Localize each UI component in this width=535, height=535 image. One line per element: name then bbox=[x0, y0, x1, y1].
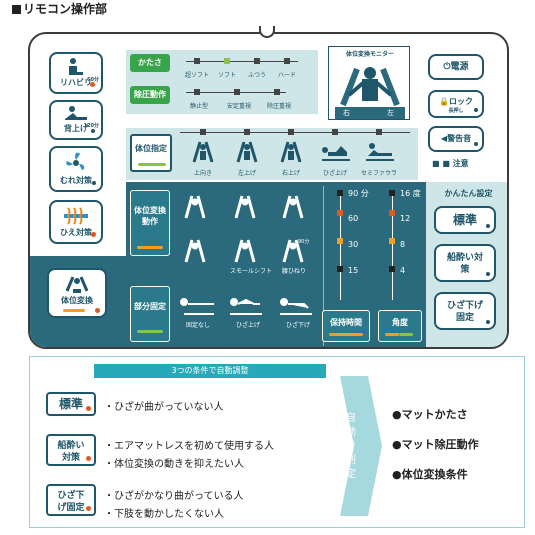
easy-funayoi-button[interactable]: 船酔い対策 bbox=[434, 244, 496, 282]
remote-panel: リハビリ 60分 背上げ 120分 むれ対策 ひえ対策 体位変換 かたさ 超ソフ… bbox=[28, 32, 509, 349]
auto-adjust-header: 3つの条件で自動調整 bbox=[94, 364, 326, 378]
page-title: リモコン操作部 bbox=[12, 0, 107, 17]
pose-right-icon bbox=[280, 141, 302, 163]
rotation-icons bbox=[184, 195, 304, 263]
power-icon: ⏻ bbox=[443, 62, 451, 72]
easy-hizashita-button[interactable]: ひざ下げ固定 bbox=[434, 292, 496, 330]
bed-raise-icon bbox=[65, 106, 87, 120]
katasa-label: かたさ bbox=[130, 54, 170, 72]
judge-arrow bbox=[340, 376, 382, 516]
taishi-label: 体位指定 bbox=[130, 134, 172, 172]
alarm-button[interactable]: ◀警告音 bbox=[428, 126, 484, 152]
pose-up-icon bbox=[192, 141, 214, 163]
caution-indicator: ■ ■ 注意 bbox=[432, 159, 469, 168]
status-led bbox=[90, 82, 95, 87]
lower-hizashita-label: ひざ下げ固定 bbox=[46, 484, 96, 516]
rotate-person-icon bbox=[65, 276, 89, 293]
speaker-icon: ◀ bbox=[440, 134, 448, 143]
josatsu-label: 除圧動作 bbox=[130, 86, 170, 104]
semi-fowler-icon bbox=[366, 143, 394, 161]
monitor-person-icon bbox=[340, 67, 400, 107]
lower-standard-label: 標準 bbox=[46, 392, 96, 416]
power-button[interactable]: ⏻電源 bbox=[428, 54, 484, 80]
kakudo-button[interactable]: 角度 bbox=[378, 310, 422, 342]
knee-raise-icon bbox=[322, 146, 350, 161]
auto-adjust-box bbox=[29, 356, 525, 528]
heater-icon bbox=[64, 207, 88, 225]
fan-icon bbox=[66, 152, 85, 170]
lock-icon: 🔒 bbox=[439, 97, 449, 106]
lower-funayoi-label: 船酔い対策 bbox=[46, 434, 96, 466]
taishi-row: 体位指定 上向き 左上げ 右上げ ひざ上げ セミファウラ bbox=[126, 128, 418, 180]
pose-left-icon bbox=[236, 141, 258, 163]
lock-button[interactable]: 🔒ロック 長押し bbox=[428, 90, 484, 118]
rehab-button[interactable]: リハビリ 60分 bbox=[49, 52, 103, 94]
bubun-kotei-button[interactable]: 部分固定 bbox=[130, 286, 170, 342]
judge-text: 自動で判定 bbox=[346, 413, 356, 480]
bubun-icons bbox=[180, 298, 312, 315]
easy-settings: かんたん設定 標準 船酔い対策 ひざ下げ固定 bbox=[426, 182, 507, 347]
taii-henkan-button[interactable]: 体位変換 bbox=[47, 268, 107, 318]
katasa-row: かたさ 超ソフト ソフト ふつう ハード 除圧動作 静止型 安定重視 除圧重視 bbox=[126, 50, 318, 114]
taii-dosa-button[interactable]: 体位変換動作 bbox=[130, 190, 170, 256]
taii-monitor: 体位変換モニター 右 左 bbox=[328, 46, 410, 120]
easy-standard-button[interactable]: 標準 bbox=[434, 206, 496, 234]
hoji-jikan-button[interactable]: 保持時間 bbox=[322, 310, 370, 342]
taii-henkan-area: 体位変換 bbox=[30, 256, 126, 347]
back-raise-button[interactable]: 背上げ 120分 bbox=[49, 100, 103, 140]
hie-taisaku-button[interactable]: ひえ対策 bbox=[49, 200, 103, 244]
panel-notch bbox=[259, 26, 275, 38]
person-sit-icon bbox=[69, 58, 83, 75]
mure-taisaku-button[interactable]: むれ対策 bbox=[49, 146, 103, 192]
